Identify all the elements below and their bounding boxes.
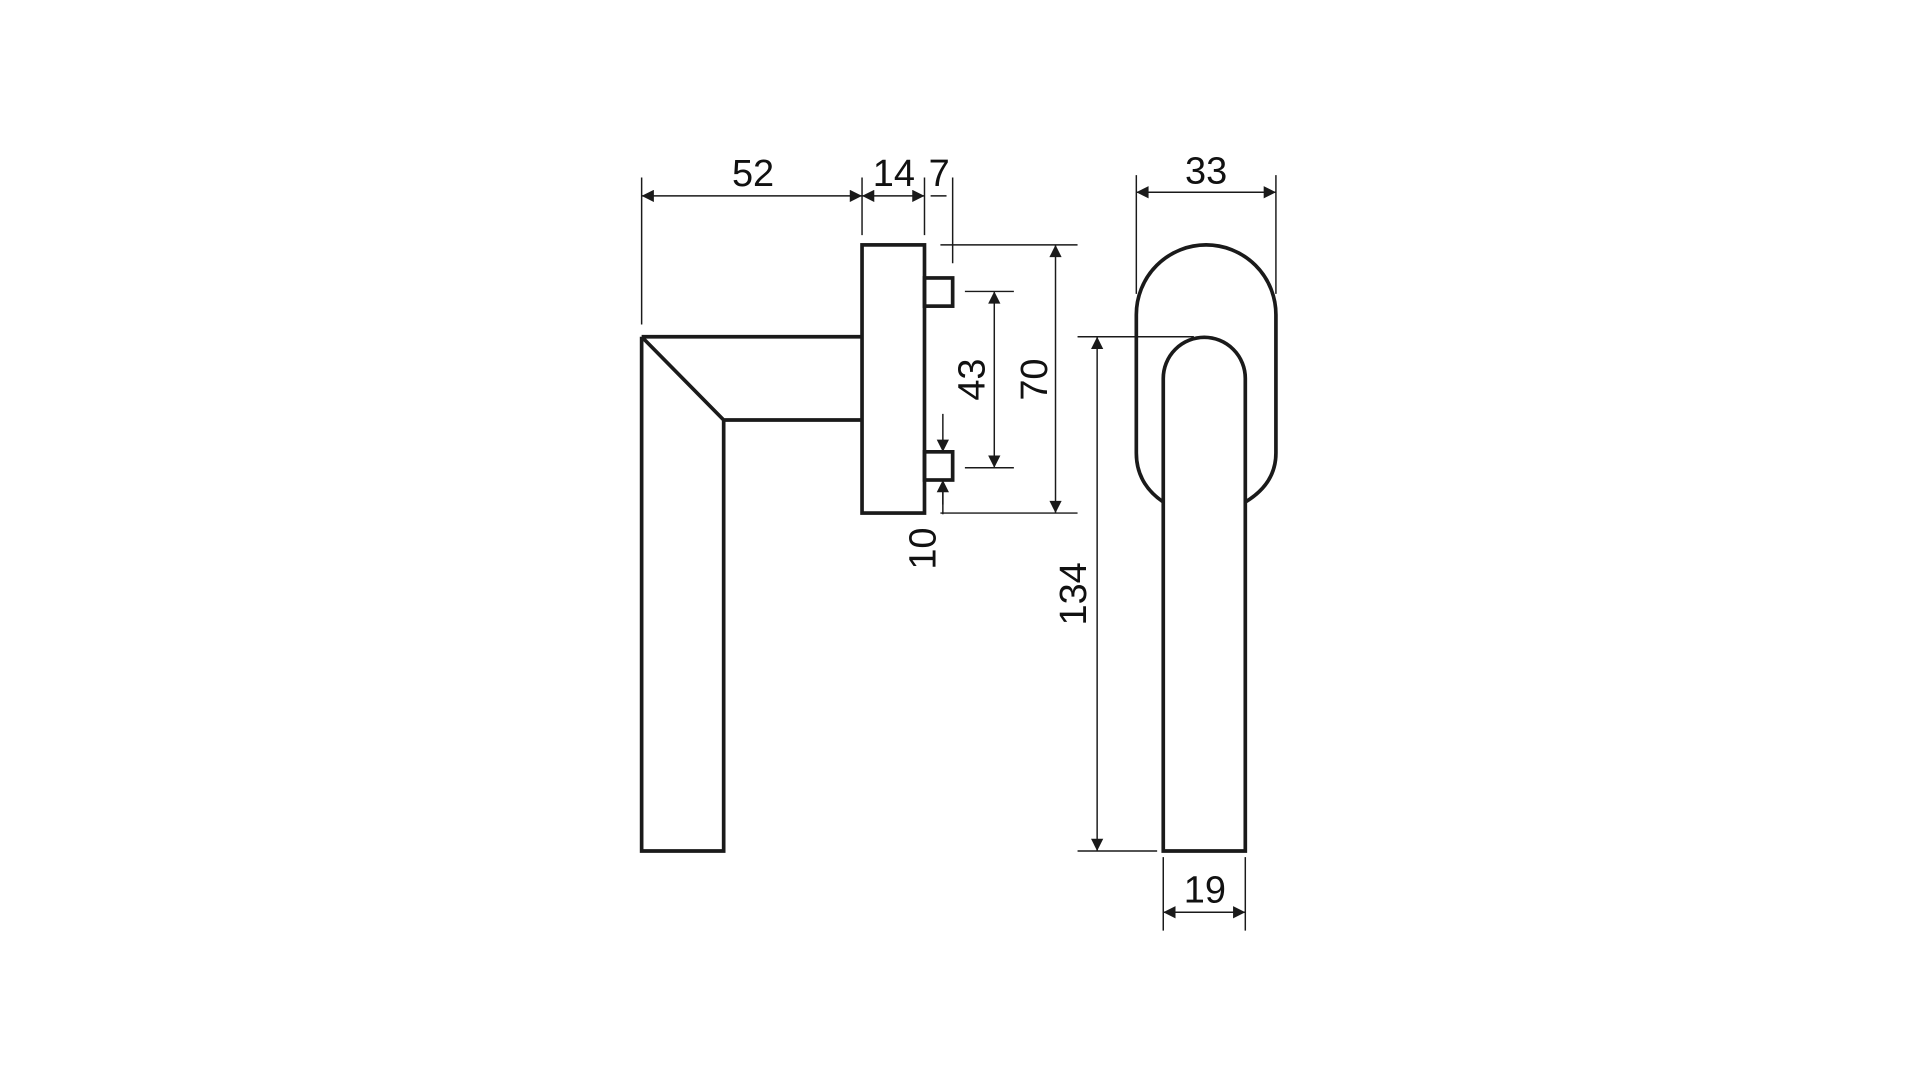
rose-plate [860, 243, 927, 515]
dim-label-10: 10 [903, 527, 945, 569]
handle-grip [1161, 335, 1248, 853]
front-view: 33 134 19 [1053, 151, 1278, 931]
dim-label-70: 70 [1014, 358, 1056, 400]
dim-label-134: 134 [1053, 562, 1095, 625]
dim-label-33: 33 [1185, 151, 1227, 193]
handle-lever [639, 334, 863, 853]
dim-label-43: 43 [951, 358, 993, 400]
fixing-stud-top [922, 276, 955, 308]
rose-outline [1134, 243, 1278, 504]
front-extension-lines [1077, 175, 1277, 931]
extension-lines [640, 177, 1078, 514]
dim-label-19: 19 [1184, 869, 1226, 911]
fixing-stud-bottom [922, 450, 955, 482]
side-view: 52 14 7 70 43 10 [639, 153, 1078, 853]
dim-label-52: 52 [732, 153, 774, 195]
dim-label-7: 7 [929, 153, 950, 195]
dim-label-14: 14 [873, 153, 915, 195]
